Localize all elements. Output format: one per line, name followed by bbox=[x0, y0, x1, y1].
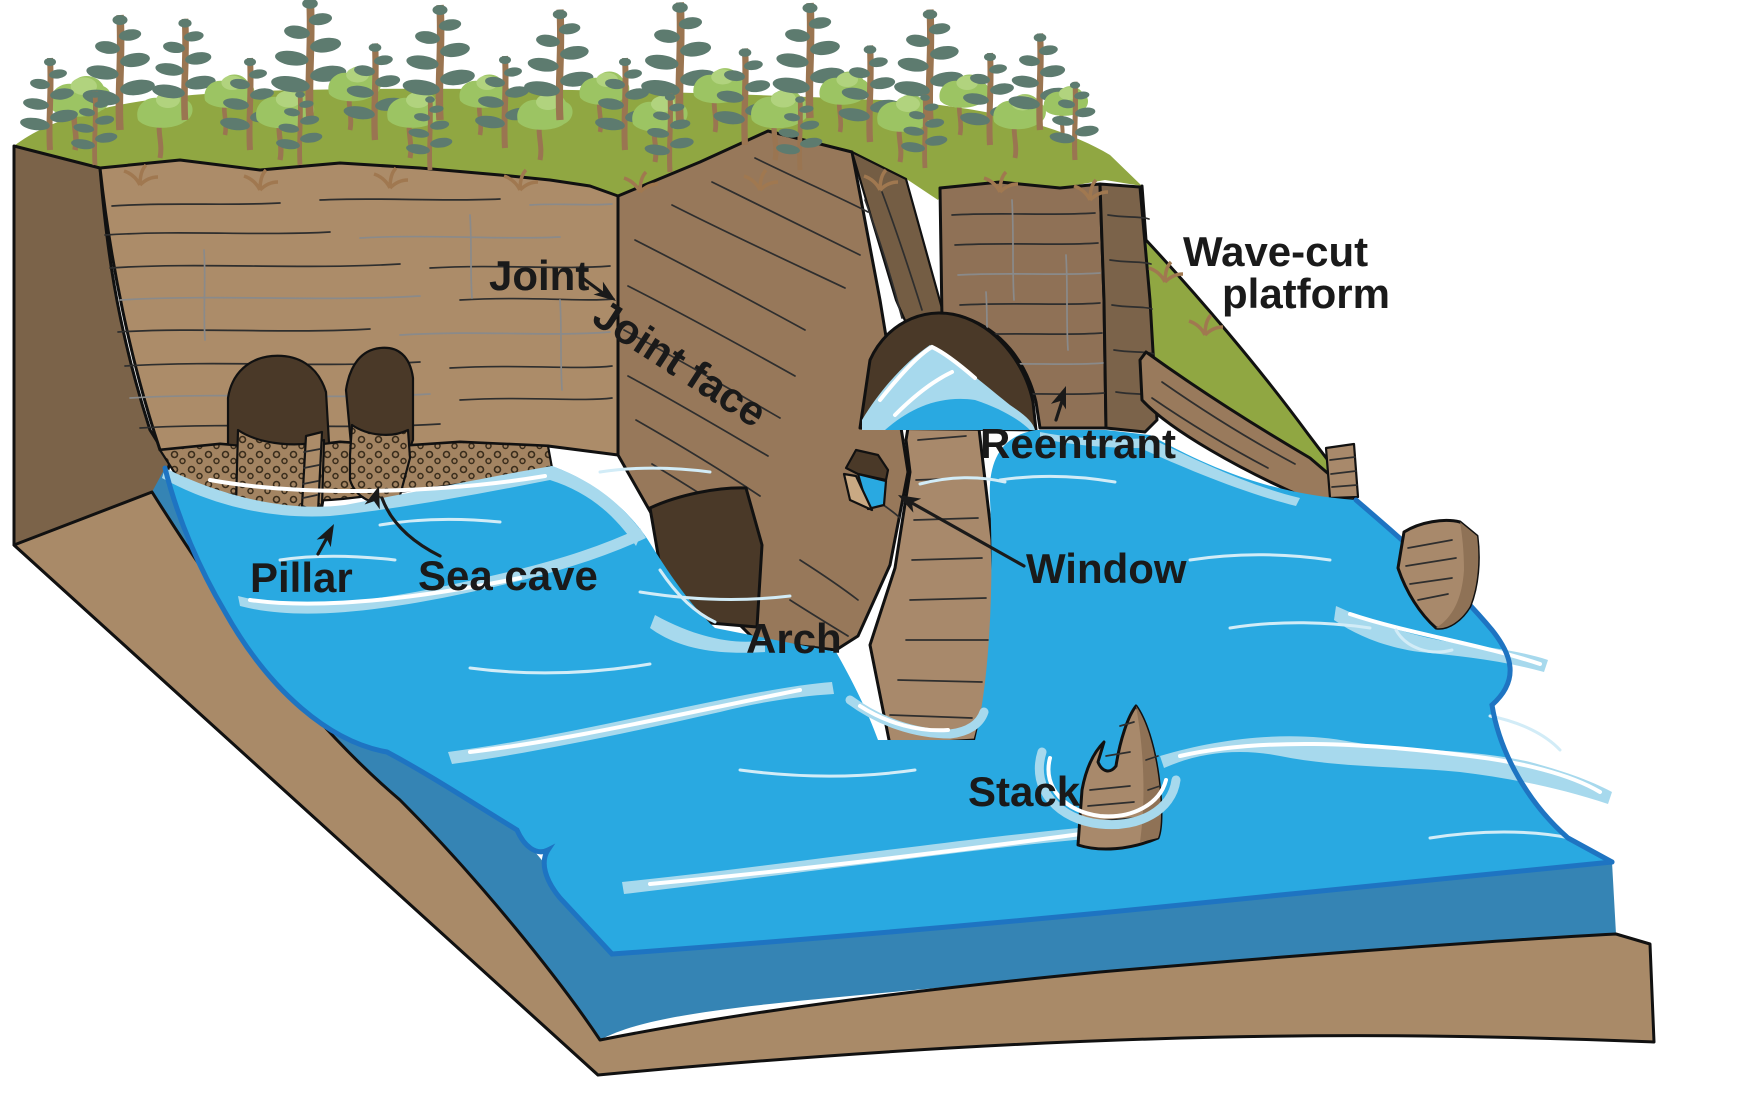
label-reentrant: Reentrant bbox=[980, 420, 1176, 467]
label-arch: Arch bbox=[746, 615, 842, 662]
islet-rock bbox=[1394, 518, 1480, 654]
label-sea-cave: Sea cave bbox=[418, 552, 598, 599]
label-joint: Joint bbox=[489, 252, 589, 299]
cave-step-rungs bbox=[302, 448, 321, 499]
window-arrow bbox=[910, 501, 1026, 568]
reentrant-wave bbox=[878, 344, 1030, 430]
platform-band-lines bbox=[1151, 381, 1358, 488]
water-front-face bbox=[152, 468, 1616, 1040]
sea-edge bbox=[162, 465, 1615, 957]
water bbox=[12, 344, 1656, 1077]
label-wave-cut-platform-line2: platform bbox=[1222, 270, 1390, 317]
offshore-rocks bbox=[1034, 518, 1480, 851]
cave-step-detail bbox=[300, 430, 324, 514]
labels: Joint Joint face Wave-cut platform Reent… bbox=[250, 228, 1390, 815]
ripple-lines bbox=[278, 466, 1572, 840]
rock-base-band bbox=[12, 490, 1656, 1077]
foam-swirls bbox=[208, 474, 1602, 886]
label-wave-cut-platform-line1: Wave-cut bbox=[1183, 228, 1368, 275]
sea-surface bbox=[165, 430, 1612, 954]
label-pillar: Pillar bbox=[250, 554, 353, 601]
label-stack: Stack bbox=[968, 768, 1081, 815]
sea-cave-arrow bbox=[380, 496, 442, 558]
joint-arrow bbox=[582, 277, 606, 296]
islet-striations bbox=[1405, 539, 1457, 601]
left-cliff-bedding-lines bbox=[104, 198, 615, 429]
window-hole bbox=[842, 448, 890, 512]
headland-shadow-lines bbox=[864, 191, 923, 319]
label-window: Window bbox=[1026, 545, 1187, 592]
stack-swirl bbox=[1034, 747, 1181, 830]
